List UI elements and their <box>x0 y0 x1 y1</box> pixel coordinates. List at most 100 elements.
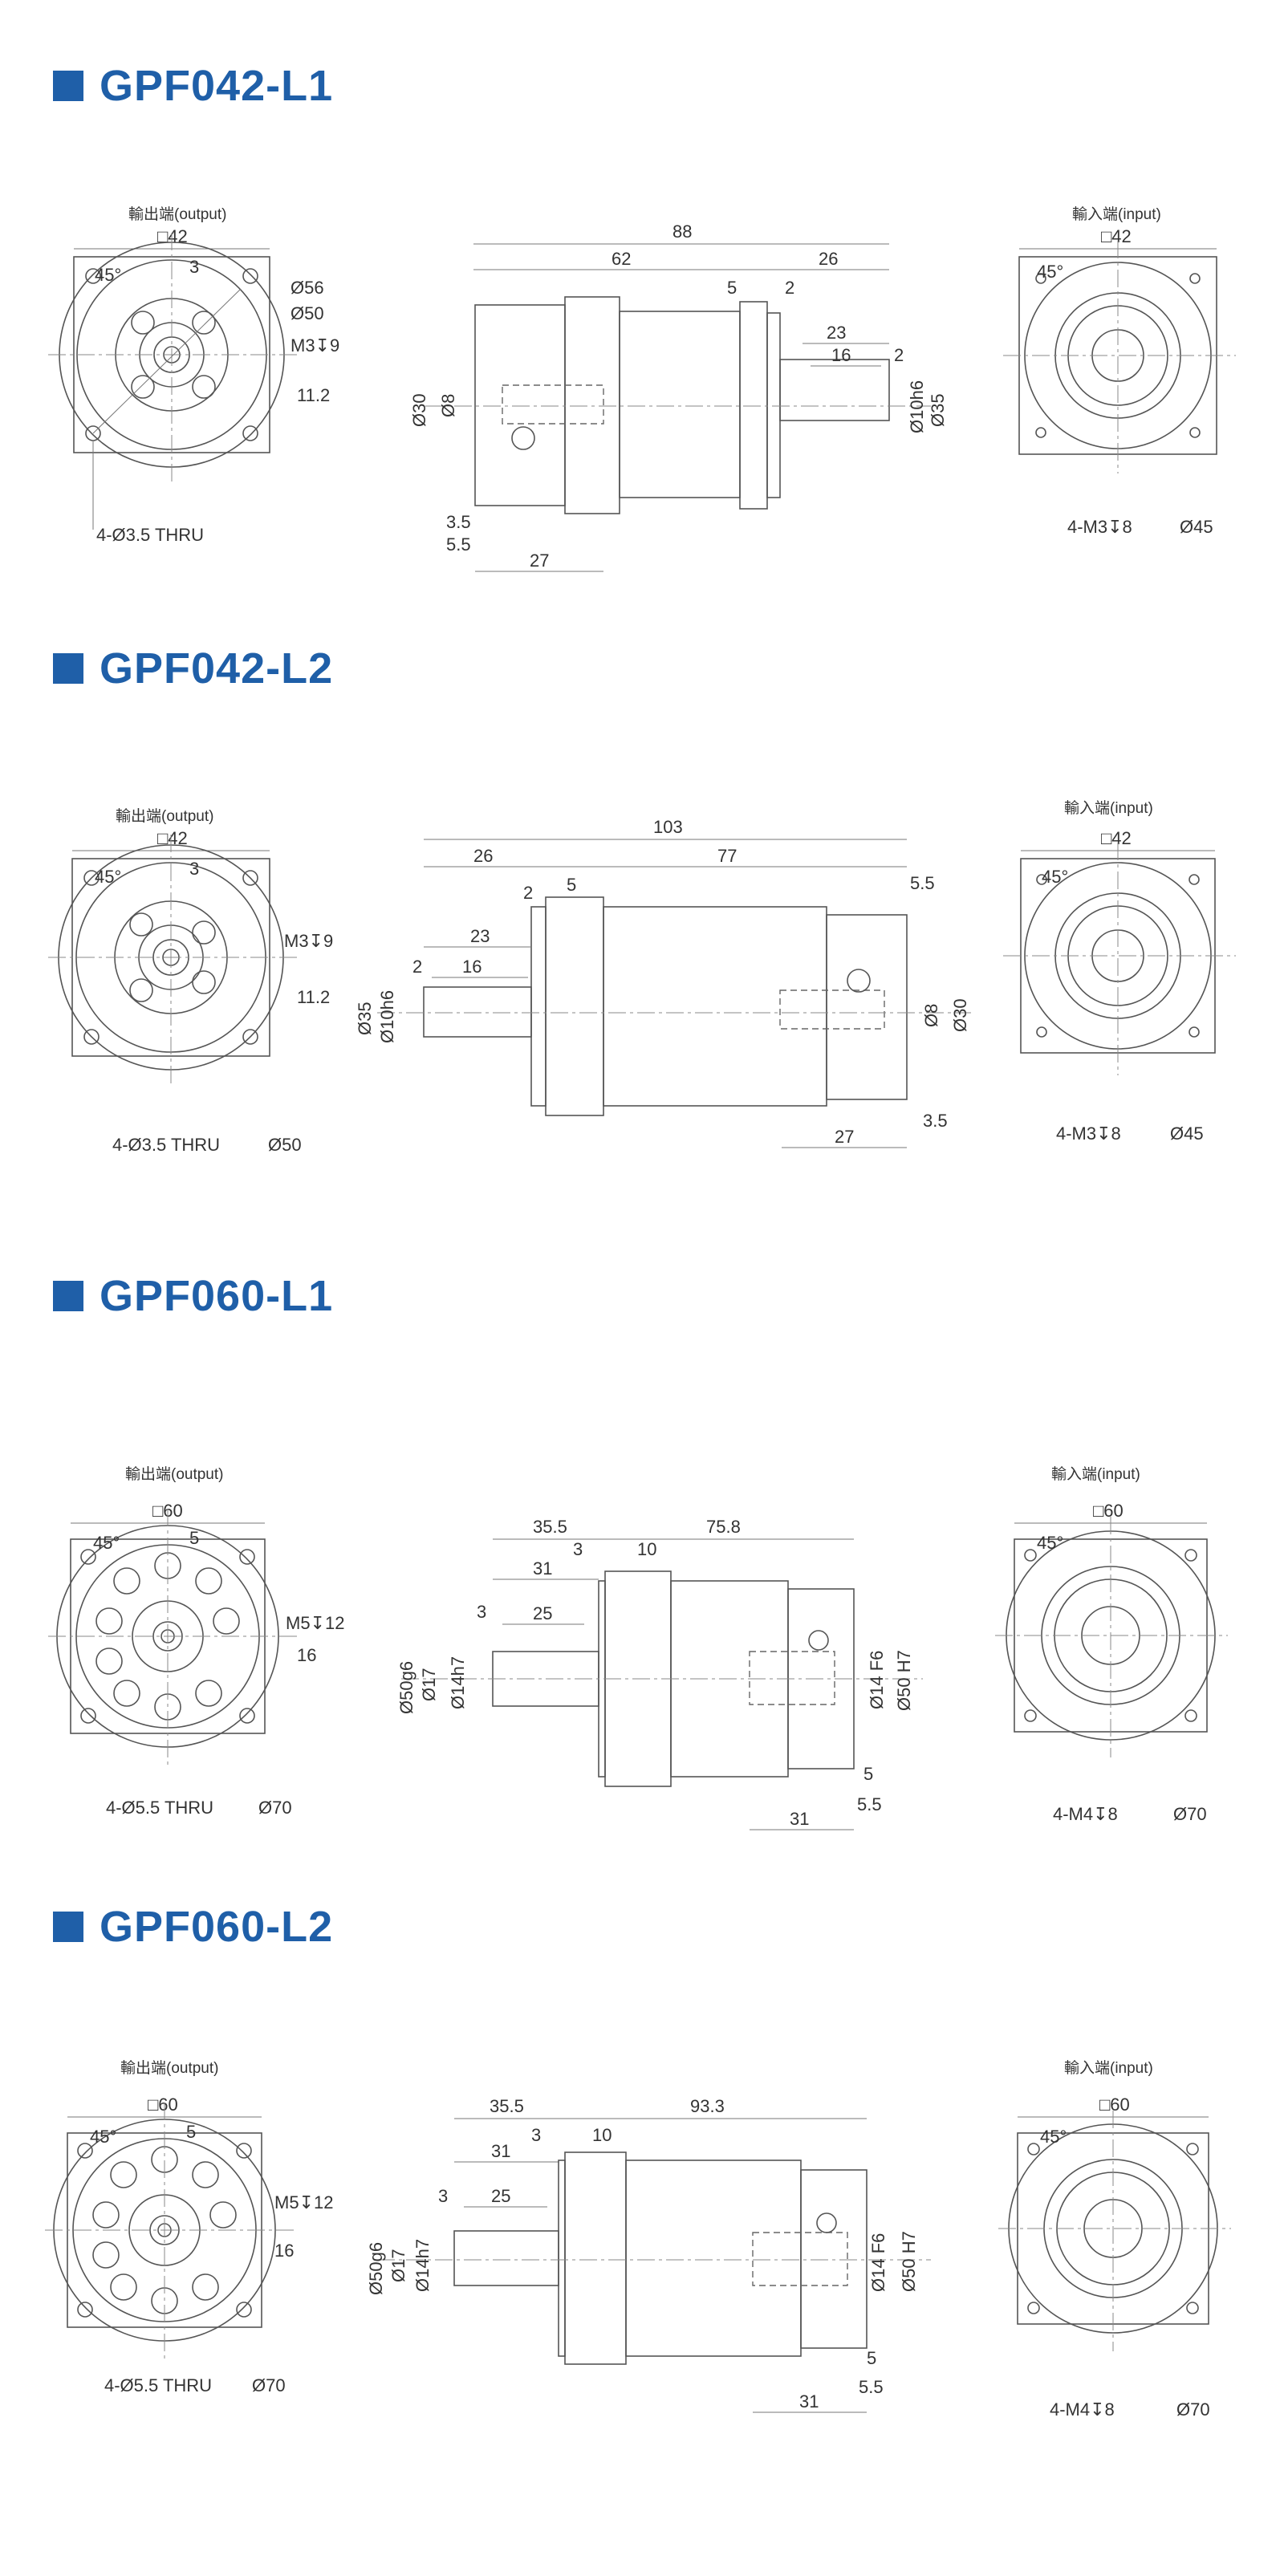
dimension-label: 35.5 <box>490 2096 524 2116</box>
dimension-label: 10 <box>637 1539 656 1559</box>
height-label: 11.2 <box>297 987 330 1007</box>
key-width-label: 5 <box>189 1528 199 1548</box>
dimension-label: 31 <box>799 2391 819 2411</box>
dimension-label: 23 <box>827 323 846 343</box>
section-marker <box>53 1912 83 1942</box>
bore-dia-label: Ø14 F6 <box>867 1651 887 1709</box>
output-end-view: 輸出端(output) □60 45° 5 M5↧12 16 4-Ø5.5 TH… <box>45 2059 333 2395</box>
dimension-label: 25 <box>533 1603 552 1623</box>
angle-label: 45° <box>1040 2127 1067 2147</box>
angle-label: 45° <box>95 867 121 887</box>
holes-label: 4-Ø3.5 THRU <box>96 525 204 545</box>
section-header: GPF060-L2 <box>53 1902 333 1952</box>
output-end-view: 輸出端(output) □60 45° 5 M5↧12 16 4-Ø5.5 TH… <box>48 1465 344 1818</box>
dimension-label: 35.5 <box>533 1517 567 1537</box>
section-header: GPF060-L1 <box>53 1271 333 1321</box>
dimension-label: 5.5 <box>446 534 471 555</box>
dimension-label: 31 <box>533 1558 552 1579</box>
drawing-gpf042-l2: 輸出端(output) □42 45° 3 M3↧9 11.2 4-Ø3.5 T… <box>48 799 1236 1155</box>
input-dia-label: Ø30 <box>409 393 429 427</box>
pcd-label: Ø45 <box>1180 517 1213 537</box>
dimension-label: 5.5 <box>910 873 935 893</box>
dimension-label: 31 <box>790 1809 809 1829</box>
dimension-label: 27 <box>835 1127 854 1147</box>
pcd-label: Ø70 <box>258 1798 292 1818</box>
input-end-view: 輸入端(input) □42 45° 4-M3↧8 Ø45 <box>1003 799 1236 1144</box>
square-size-label: □42 <box>1101 828 1132 848</box>
section-header: GPF042-L1 <box>53 61 333 111</box>
dimension-label: 62 <box>612 249 631 269</box>
dimension-label: 16 <box>462 957 482 977</box>
tap-label: M3↧9 <box>291 335 339 356</box>
side-view: 35.5 93.3 3 10 31 3 25 Ø50g6 Ø17 Ø14h7 Ø… <box>366 2096 931 2413</box>
key-width-label: 3 <box>189 257 199 277</box>
height-label: 16 <box>274 2241 294 2261</box>
section-title: GPF042-L2 <box>100 644 334 693</box>
pilot-dia-label: Ø17 <box>388 2249 408 2282</box>
dimension-label: 88 <box>672 221 692 242</box>
dimension-label: 23 <box>470 926 490 946</box>
pcd-label: Ø70 <box>1173 1804 1207 1824</box>
dimension-label: 3 <box>438 2186 448 2206</box>
diameter-label: Ø56 <box>291 278 324 298</box>
flange-dia-label: Ø35 <box>928 393 948 427</box>
drawing-gpf060-l1: 輸出端(output) □60 45° 5 M5↧12 16 4-Ø5.5 TH… <box>48 1465 1228 1830</box>
input-dia-label: Ø50 H7 <box>894 1650 914 1711</box>
side-view: 88 62 26 5 2 23 16 2 Ø10h6 Ø35 Ø30 Ø8 3.… <box>409 221 948 572</box>
section-marker <box>53 71 83 101</box>
dimension-label: 5.5 <box>857 1794 882 1814</box>
section-title: GPF060-L1 <box>100 1272 334 1320</box>
input-label: 輸入端(input) <box>1051 1465 1140 1483</box>
height-label: 16 <box>297 1645 316 1665</box>
section-marker <box>53 653 83 684</box>
dimension-label: 77 <box>717 846 737 866</box>
tap-label: M5↧12 <box>274 2192 333 2212</box>
dimension-label: 27 <box>530 551 549 571</box>
tap-label: 4-M4↧8 <box>1053 1804 1118 1824</box>
input-label: 輸入端(input) <box>1064 2059 1153 2077</box>
section-header: GPF042-L2 <box>53 644 333 693</box>
dimension-label: 3.5 <box>923 1111 948 1131</box>
angle-label: 45° <box>1037 262 1063 282</box>
input-end-view: 輸入端(input) □60 45° 4-M4↧8 Ø70 <box>998 2059 1231 2420</box>
dimension-label: 5 <box>863 1764 873 1784</box>
shaft-dia-label: Ø10h6 <box>377 990 397 1043</box>
output-end-view: 輸出端(output) □42 45° 3 Ø56 Ø50 M3↧9 11.2 … <box>48 205 339 545</box>
dimension-label: 26 <box>819 249 838 269</box>
side-view: 35.5 75.8 3 10 31 3 25 Ø50g6 Ø17 Ø14h7 Ø… <box>396 1517 923 1830</box>
drawing-gpf042-l1: 輸出端(output) □42 45° 3 Ø56 Ø50 M3↧9 11.2 … <box>48 205 1236 572</box>
dimension-label: 16 <box>831 345 851 365</box>
pcd-label: Ø70 <box>1176 2399 1210 2420</box>
pcd-label: Ø70 <box>252 2375 286 2395</box>
diameter-label: Ø50 <box>291 303 324 323</box>
shaft-dia-label: Ø14h7 <box>448 1656 468 1709</box>
angle-label: 45° <box>90 2127 116 2147</box>
angle-label: 45° <box>1042 867 1068 887</box>
section-title: GPF060-L2 <box>100 1903 334 1951</box>
drawing-gpf060-l2: 輸出端(output) □60 45° 5 M5↧12 16 4-Ø5.5 TH… <box>45 2059 1231 2420</box>
angle-label: 45° <box>1037 1533 1063 1553</box>
tap-label: M3↧9 <box>284 931 333 951</box>
dimension-label: 5 <box>567 875 576 895</box>
input-dia-label: Ø50 H7 <box>899 2231 919 2292</box>
shaft-dia-label: Ø14h7 <box>412 2239 433 2292</box>
holes-label: 4-Ø5.5 THRU <box>106 1798 213 1818</box>
output-label: 輸出端(output) <box>120 2059 218 2077</box>
output-end-view: 輸出端(output) □42 45° 3 M3↧9 11.2 4-Ø3.5 T… <box>48 807 333 1155</box>
bore-dia-label: Ø8 <box>921 1004 941 1027</box>
bore-dia-label: Ø8 <box>438 394 458 417</box>
section-title: GPF042-L1 <box>100 62 334 110</box>
holes-label: 4-Ø3.5 THRU <box>112 1135 220 1155</box>
input-end-view: 輸入端(input) □60 45° 4-M4↧8 Ø70 <box>995 1465 1228 1824</box>
square-size-label: □42 <box>1101 226 1132 246</box>
square-size-label: □60 <box>148 2095 178 2115</box>
dimension-label: 3 <box>531 2125 541 2145</box>
output-label: 輸出端(output) <box>125 1465 223 1483</box>
flange-dia-label: Ø35 <box>355 1002 375 1035</box>
flange-dia-label: Ø50g6 <box>396 1661 416 1714</box>
dimension-label: 5.5 <box>859 2377 884 2397</box>
key-width-label: 5 <box>186 2122 196 2142</box>
dimension-label: 2 <box>412 957 422 977</box>
dimension-label: 93.3 <box>690 2096 725 2116</box>
key-width-label: 3 <box>189 859 199 879</box>
